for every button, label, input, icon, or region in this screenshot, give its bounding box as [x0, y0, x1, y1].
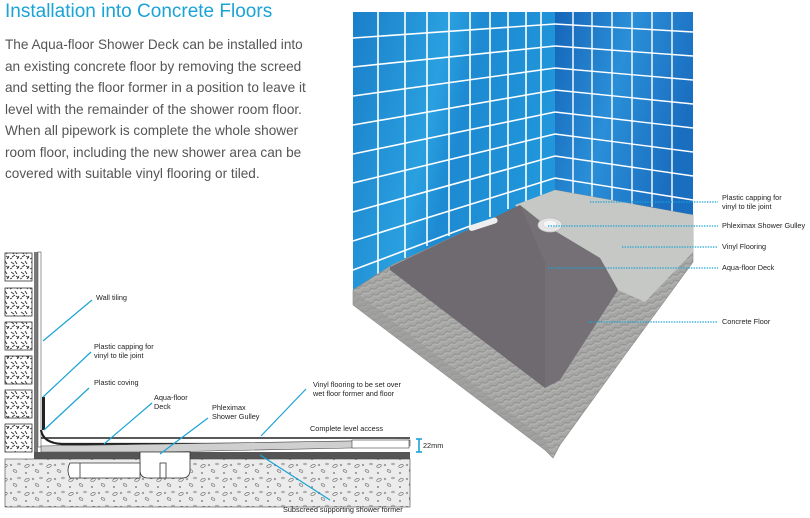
vinyl-flooring [515, 190, 693, 302]
label-shower-gulley: Phleximax Shower Gulley [722, 221, 805, 230]
label-level-access: Complete level access [310, 424, 383, 433]
gulley-outlet [159, 462, 167, 479]
label-vinyl-section-2: wet floor former and floor [312, 389, 395, 398]
label-22mm: 22mm [423, 441, 443, 450]
label-gulley-section-2: Shower Gulley [212, 412, 260, 421]
right-wall-grout [554, 12, 694, 211]
blockwork-wall [4, 252, 33, 453]
label-vinyl-section: Vinyl flooring to be set over [313, 380, 401, 389]
right-tiled-wall [555, 12, 693, 215]
label-deck-section-2: Deck [154, 402, 171, 411]
left-wall-grout [352, 12, 556, 275]
wall-plaster [34, 252, 38, 452]
paragraph-line: room floor, including the new shower are… [5, 144, 302, 160]
page-title: Installation into Concrete Floors [5, 1, 273, 22]
perspective-diagram: Plastic capping for vinyl to tile joint … [352, 12, 805, 459]
paragraph-line: The Aqua-floor Shower Deck can be instal… [5, 37, 303, 52]
left-tiled-wall [353, 12, 555, 290]
deck-slope-shade [520, 205, 618, 388]
label-capping-section: Plastic capping for [94, 342, 154, 351]
label-wall-tiling: Wall tiling [96, 293, 127, 302]
level-infill [351, 439, 410, 449]
label-subscreed: Subscreed supporting shower former [283, 505, 403, 514]
wall-tiling [37, 251, 42, 448]
vinyl-layer [39, 429, 410, 446]
label-capping-section-2: vinyl to tile joint [94, 351, 143, 360]
capping-strip [468, 217, 498, 231]
dimension-22mm-marker [416, 438, 422, 453]
concrete-base-section [4, 458, 411, 508]
plastic-coving [42, 397, 45, 430]
concrete-front-edge [353, 290, 553, 458]
gulley-center [542, 219, 558, 229]
paragraph-line: level with the remainder of the shower r… [5, 101, 302, 117]
section-diagram: 22mm Wall tiling Plastic capping for vin… [4, 251, 443, 514]
label-deck-section: Aqua-floor [154, 393, 188, 402]
subscreed-band [34, 452, 410, 459]
paragraph-line: When all pipework is complete the whole … [5, 123, 299, 138]
label-plastic-coving: Plastic coving [94, 378, 139, 387]
label-gulley-section: Phleximax [212, 403, 246, 412]
paragraph-line: covered with suitable vinyl flooring or … [5, 166, 260, 181]
section-leaders [42, 299, 331, 501]
label-plastic-capping: Plastic capping for [722, 193, 782, 202]
label-vinyl-flooring: Vinyl Flooring [722, 242, 766, 251]
paragraph-line: an existing concrete floor by removing t… [5, 58, 302, 74]
perspective-leaders [548, 201, 718, 323]
waste-pipe [67, 462, 141, 479]
label-concrete-floor: Concrete Floor [722, 317, 771, 326]
paragraph-line: and setting the floor former in a positi… [5, 80, 306, 95]
label-aqua-floor-deck: Aqua-floor Deck [722, 263, 775, 272]
description-paragraph: The Aqua-floor Shower Deck can be instal… [5, 34, 323, 185]
label-plastic-capping-2: vinyl to tile joint [722, 202, 771, 211]
